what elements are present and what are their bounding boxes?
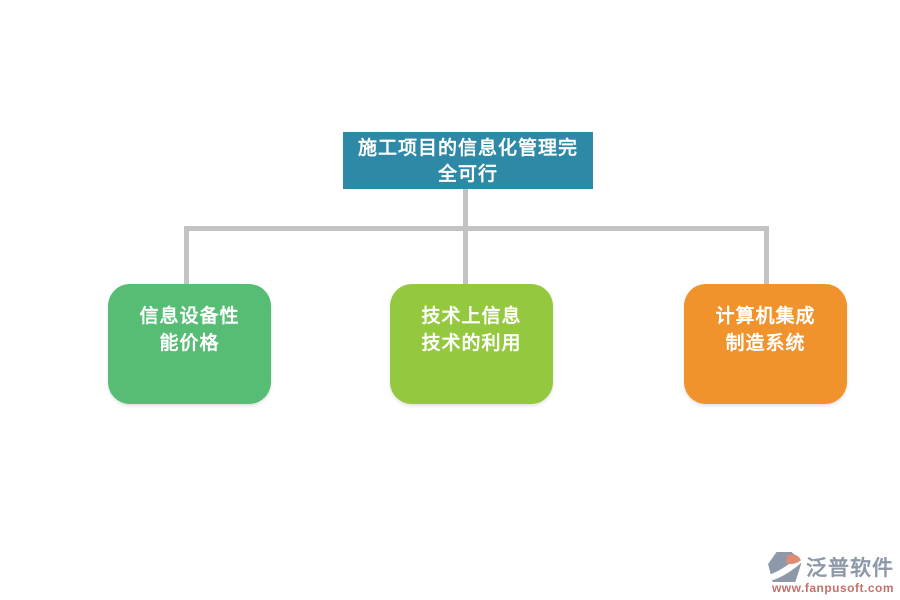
connector-root-stem — [463, 188, 468, 288]
watermark: 泛普软件 www.fanpusoft.com — [766, 551, 894, 595]
connector-horizontal-bar — [184, 226, 769, 231]
child-node-cim-system: 计算机集成制造系统 — [684, 284, 847, 404]
child-node-label: 技术上信息技术的利用 — [421, 306, 522, 354]
connector-drop-right — [764, 226, 769, 288]
child-node-info-equipment: 信息设备性能价格 — [108, 284, 271, 404]
watermark-brand-row: 泛普软件 — [766, 551, 894, 583]
root-node: 施工项目的信息化管理完全可行 — [343, 132, 593, 189]
child-node-technology-use: 技术上信息技术的利用 — [390, 284, 553, 404]
watermark-url-text: www.fanpusoft.com — [771, 581, 894, 595]
connector-drop-left — [184, 226, 189, 288]
watermark-brand-text: 泛普软件 — [806, 557, 894, 580]
fanpu-logo-icon — [768, 551, 803, 583]
child-node-label: 计算机集成制造系统 — [715, 306, 816, 354]
root-node-label: 施工项目的信息化管理完全可行 — [357, 137, 578, 185]
child-node-label: 信息设备性能价格 — [139, 306, 240, 354]
